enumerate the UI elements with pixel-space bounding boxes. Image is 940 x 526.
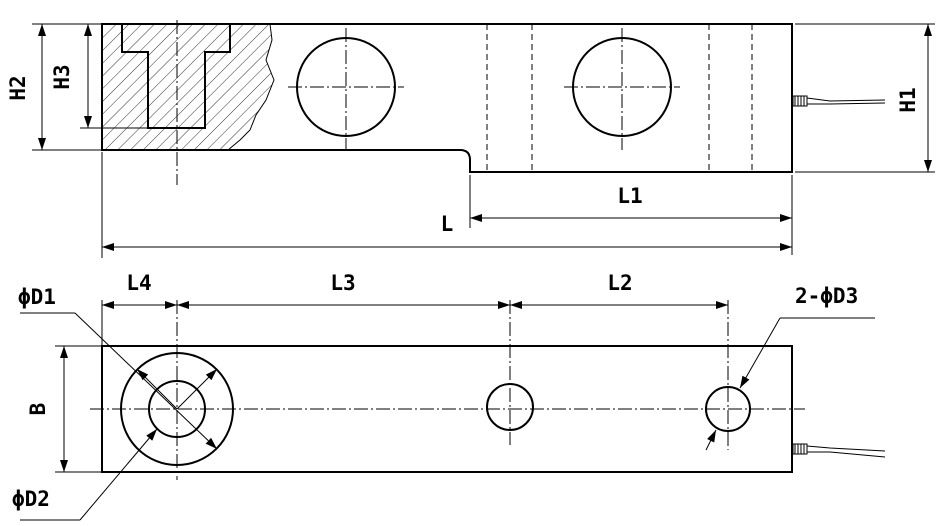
dim-h1-label: H1 (896, 87, 920, 112)
threaded-hole (121, 23, 231, 129)
top-view: L4 L3 L2 B ϕD1 ϕD2 2-ϕD3 (12, 271, 886, 521)
side-cable (792, 95, 886, 107)
side-body-outline (101, 23, 793, 173)
top-cable (792, 443, 886, 458)
section-hatch (102, 24, 274, 150)
dim-d2-label: ϕD2 (12, 487, 50, 511)
dim-l1-label: L1 (617, 184, 642, 208)
dim-d3-label: 2-ϕD3 (795, 284, 858, 308)
dim-h3-label: H3 (50, 64, 74, 89)
dim-l-label: L (441, 212, 454, 236)
dim-l3-label: L3 (330, 271, 355, 295)
section-break-line (227, 23, 275, 151)
dim-l2-label: L2 (607, 271, 632, 295)
top-hole-2 (705, 386, 751, 432)
dim-b-label: B (26, 403, 50, 416)
dim-d1-label: ϕD1 (18, 285, 56, 309)
dim-l4-label: L4 (126, 271, 151, 295)
dim-h2-label: H2 (6, 75, 30, 100)
side-view: H1 H2 H3 L1 L (6, 20, 935, 258)
